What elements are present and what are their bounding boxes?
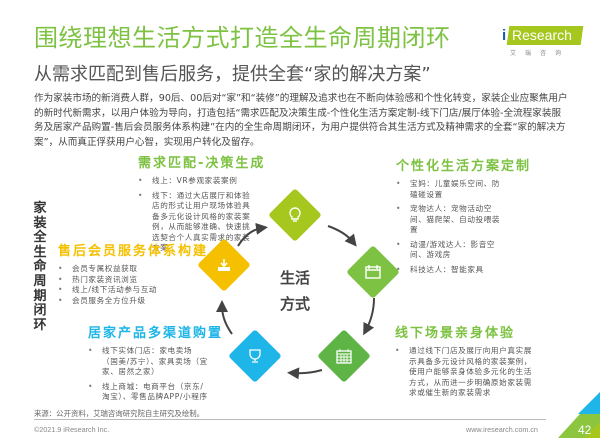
logo-cn: 艾瑞咨询 [510,50,571,57]
side-label: 家装全生命周期闭环 [33,201,47,333]
list-item: 宠物达人：宠物活动空间、猫爬架、自动投喂装置 [396,204,506,236]
page-subtitle: 从需求匹配到售后服务，提供全套“家的解决方案” [34,64,431,85]
section-offline: 线下场景亲身体验 通过线下门店及展厅向用户真实展示具备多元设计风格的家装案例，使… [395,322,535,403]
list-item: 线下实体门店：家电卖场（国美/苏宁）、家具卖场（宜家、居然之家） [88,346,208,378]
section-member-list: 会员专属权益获取 热门家装资讯浏览 线上/线下活动参与互动 会员服务全方位升级 [58,264,188,306]
list-item: 动漫/游戏达人：影音空间、游戏房 [396,240,506,261]
download-icon [212,253,236,277]
iresearch-logo: i Research 艾瑞咨询 [496,22,586,57]
cycle-arrows [216,222,375,380]
list-item: 线上：VR参观家装案例 [138,176,253,187]
list-item: 通过线下门店及展厅向用户真实展示具备多元设计风格的家装案例，使用户能够亲身体验多… [395,346,535,399]
page-title: 围绕理想生活方式打造全生命周期闭环 [34,24,451,52]
arrow-purchase-to-member [216,300,233,335]
section-demand-title: 需求匹配-决策生成 [138,156,266,171]
section-purchase: 居家产品多渠道购置 线下实体门店：家电卖场（国美/苏宁）、家具卖场（宜家、居然之… [88,322,224,407]
center-label: 生活 方式 [270,265,320,317]
list-item: 科技达人：智能家具 [396,265,506,276]
section-demand: 需求匹配-决策生成 线上：VR参观家装案例 线下：通过大店展厅和体验店的形式让用… [138,152,266,258]
section-custom-title: 个性化生活方案定制 [396,159,532,174]
arrow-member-to-demand [237,222,268,247]
corner-decoration [558,392,600,438]
section-custom-list: 宝妈：儿童娱乐空间、防磕碰设置 宠物达人：宠物活动空间、猫爬架、自动投喂装置 动… [396,179,506,275]
lightbulb-icon [283,203,307,227]
calendar-icon [361,260,385,284]
logo-brand: Research [512,27,572,43]
list-item: 会员专属权益获取 [58,264,188,275]
center-label-line1: 生活 [279,269,310,287]
source-note: 来源：公开资料，艾瑞咨询研究院自主研究及绘制。 [34,409,204,418]
arrow-demand-to-custom [327,225,357,247]
list-item: 线上商城：电商平台（京东/淘宝）、零售品牌APP/小程序 [88,382,208,403]
logo-i: i [502,27,507,44]
page-number: 42 [578,423,592,437]
arrow-offline-to-purchase [287,367,323,380]
section-demand-list: 线上：VR参观家装案例 线下：通过大店展厅和体验店的形式让用户现场体验具备多元化… [138,176,253,254]
list-item: 线下：通过大店展厅和体验店的形式让用户现场体验具备多元化设计风格的家装案例，从而… [138,191,253,254]
copyright: ©2021.9 iResearch Inc. [34,425,110,434]
list-item: 热门家装资讯浏览 [58,275,188,286]
section-custom: 个性化生活方案定制 宝妈：儿童娱乐空间、防磕碰设置 宠物达人：宠物活动空间、猫爬… [396,155,532,279]
section-member-title: 售后会员服务体系构建 [58,244,209,259]
website-link[interactable]: www.iresearch.com.cn [466,425,538,434]
list-item: 会员服务全方位升级 [58,296,188,307]
arrow-custom-to-offline [363,297,375,336]
calendar-grid-icon [332,344,356,368]
section-member: 售后会员服务体系构建 会员专属权益获取 热门家装资讯浏览 线上/线下活动参与互动… [58,240,209,306]
list-item: 线上/线下活动参与互动 [58,285,188,296]
intro-paragraph: 作为家装市场的新消费人群，90后、00后对“家”和“装修”的理解及追求也在不断向… [34,93,568,148]
trophy-cup-icon [243,344,267,368]
section-offline-title: 线下场景亲身体验 [395,326,516,341]
section-purchase-title: 居家产品多渠道购置 [88,326,224,341]
center-label-line2: 方式 [279,295,310,313]
section-purchase-list: 线下实体门店：家电卖场（国美/苏宁）、家具卖场（宜家、居然之家） 线上商城：电商… [88,346,208,403]
footer-divider [34,419,546,420]
list-item: 宝妈：儿童娱乐空间、防磕碰设置 [396,179,506,200]
section-offline-list: 通过线下门店及展厅向用户真实展示具备多元设计风格的家装案例，使用户能够亲身体验多… [395,346,535,399]
